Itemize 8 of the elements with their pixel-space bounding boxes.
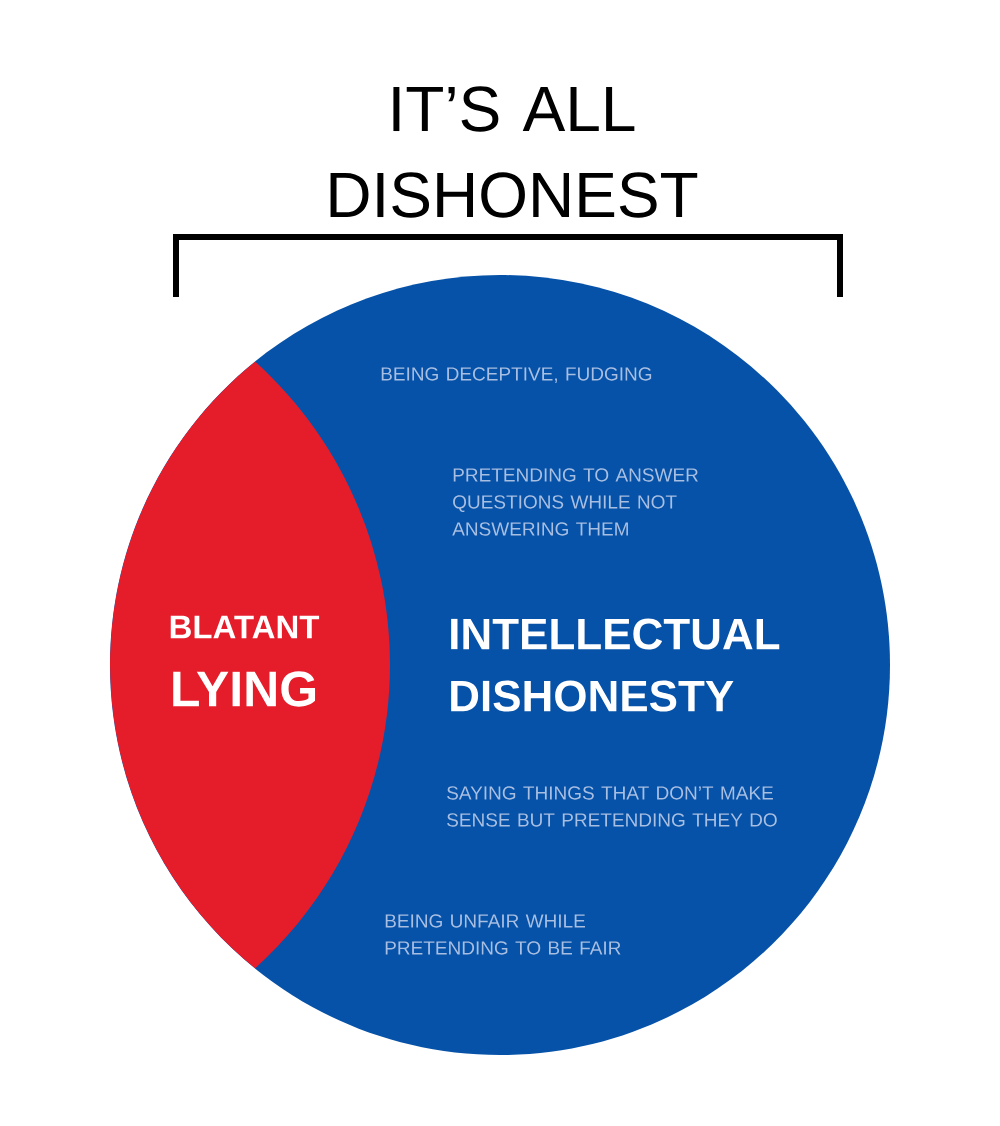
region-label: INTELLECTUAL DISHONESTY (451, 618, 780, 712)
note-text: SAYING THINGS THAT DON’T MAKE SENSE BUT PRETENDING THEY DO (447, 786, 777, 827)
region-label: LYING (173, 671, 316, 707)
note-text: PRETENDING TO ANSWER QUESTIONS WHILE NOT ANSWERING THEM (452, 468, 698, 536)
note-text: BEING UNFAIR WHILE PRETENDING TO BE FAIR (385, 914, 621, 955)
region-label: BLATANT (170, 615, 320, 639)
note-text: BEING DECEPTIVE, FUDGING (381, 367, 652, 383)
title: IT’S ALL DISHONEST (330, 86, 698, 218)
